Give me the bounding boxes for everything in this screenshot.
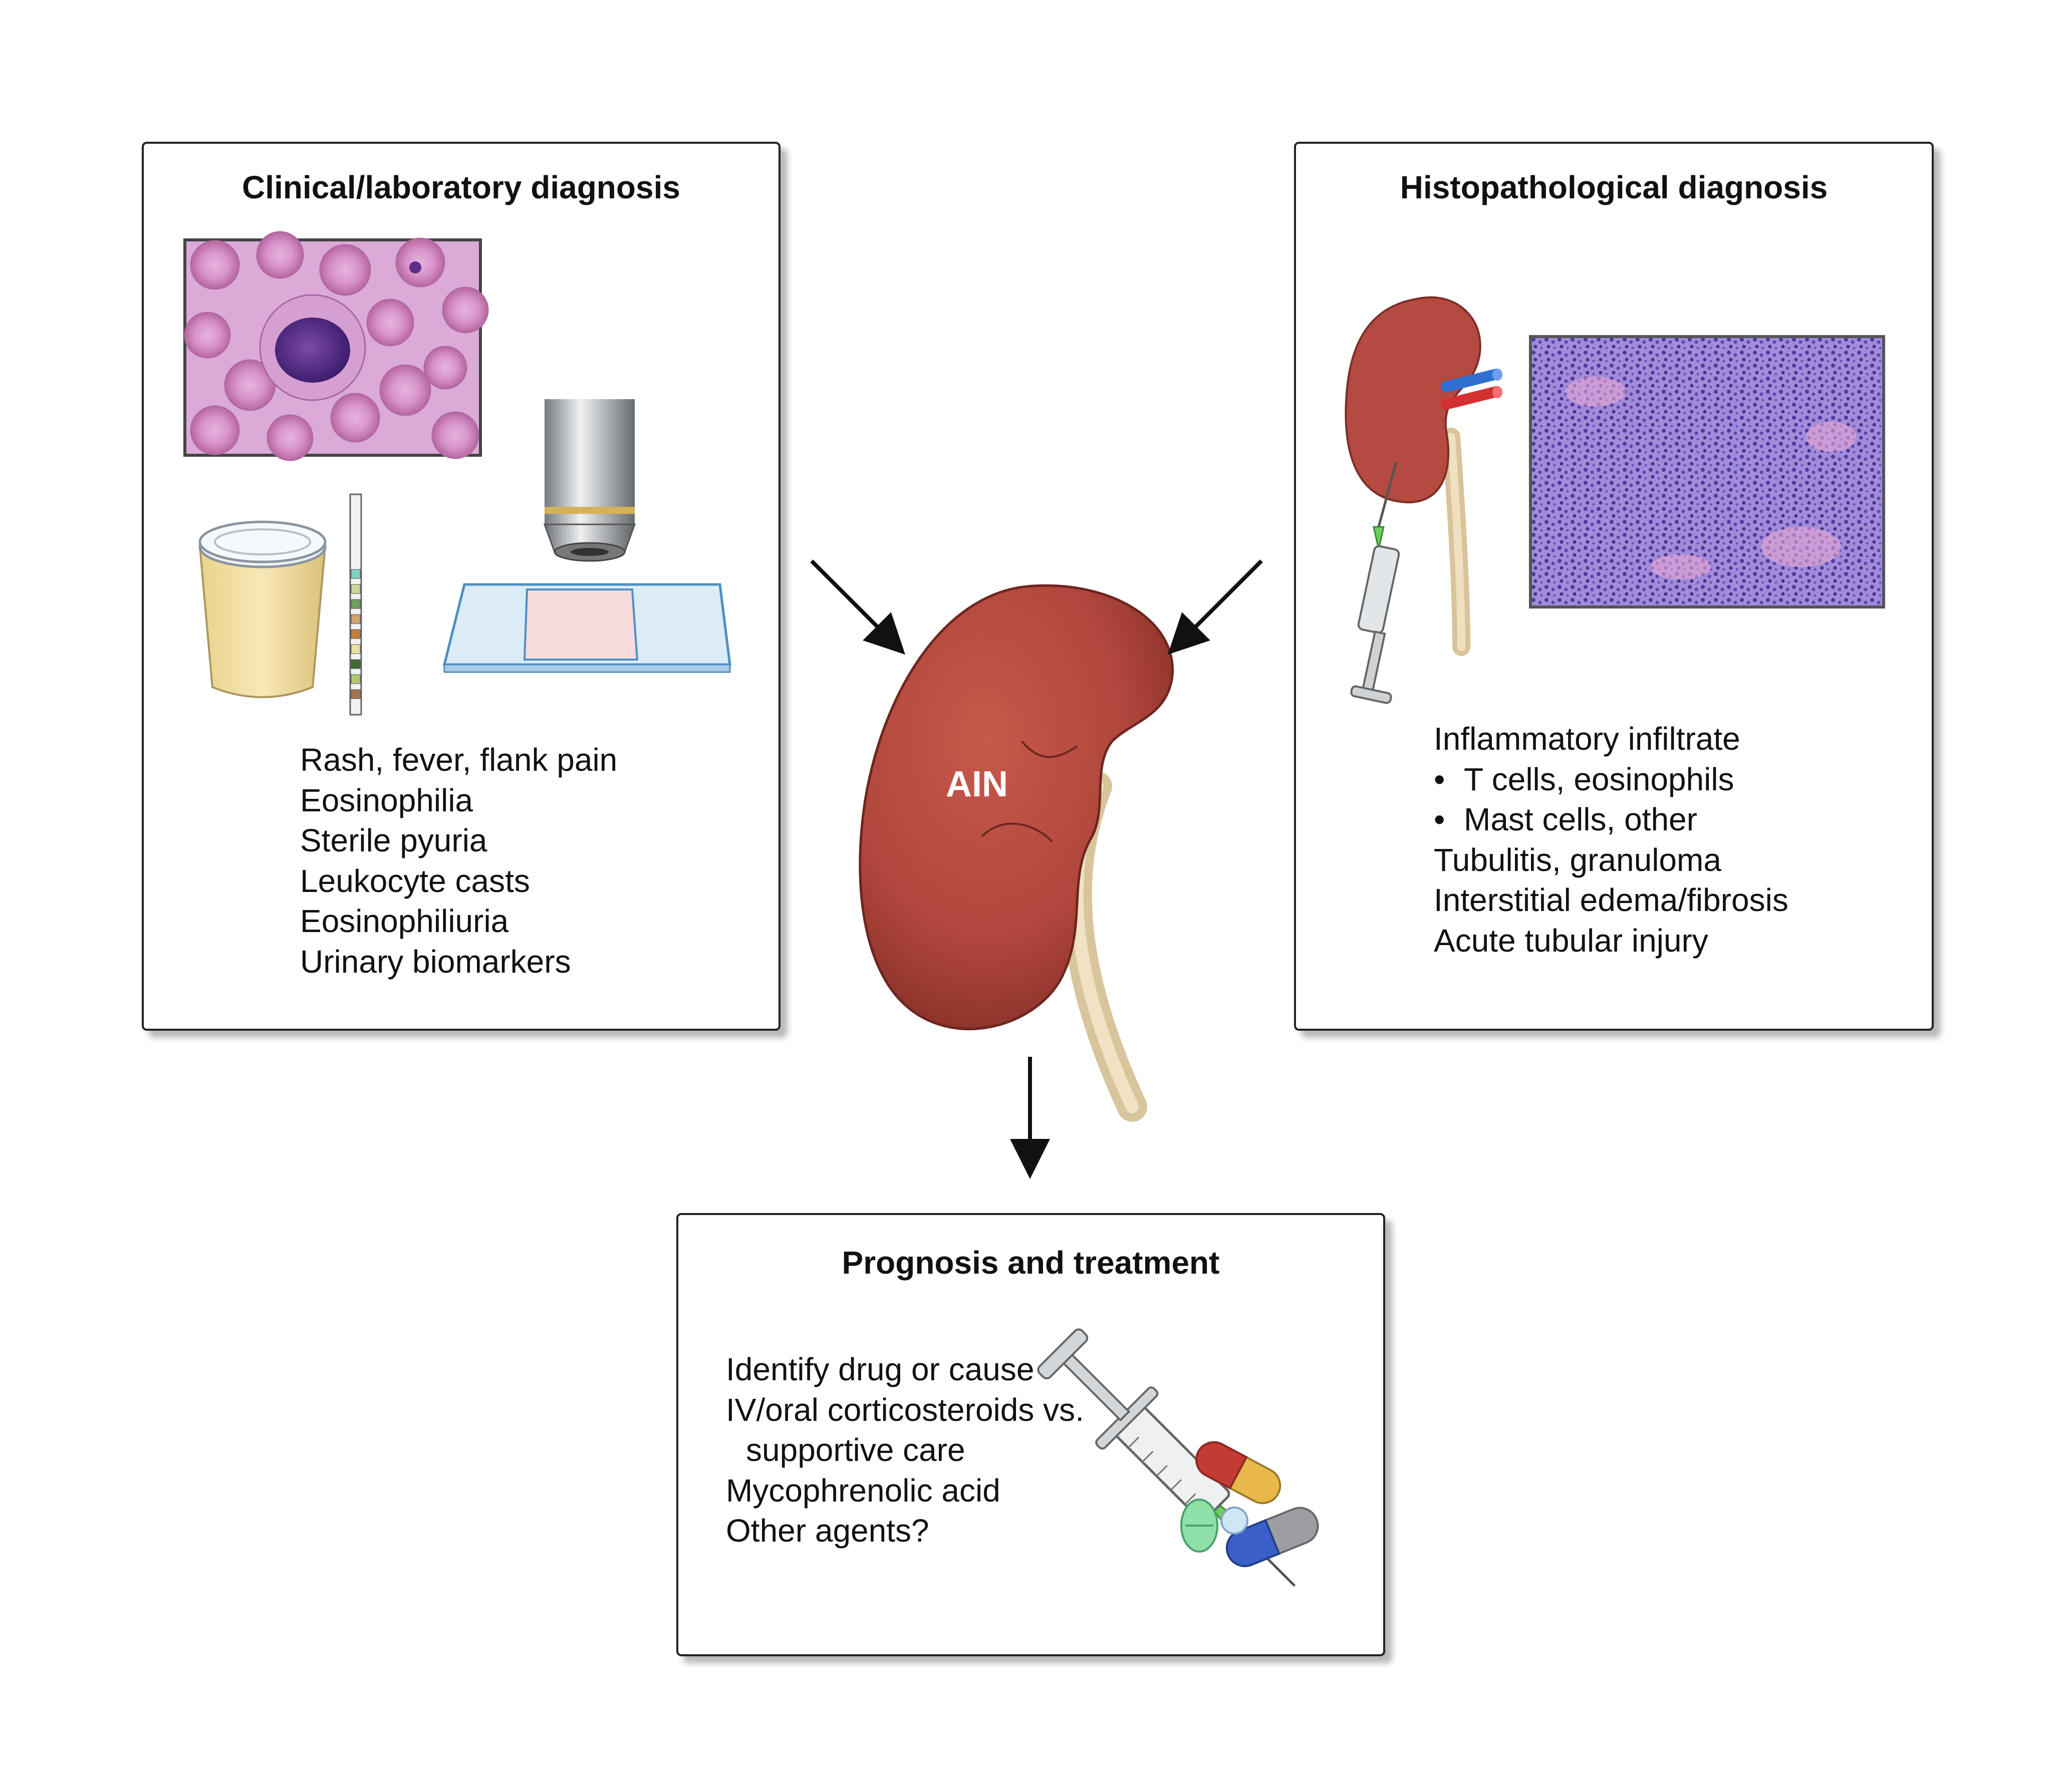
- clinical-findings-list: Rash, fever, flank pain Eosinophilia Ste…: [300, 740, 617, 982]
- urine-dipstick-icon: [349, 493, 362, 716]
- list-item: Mycophrenolic acid: [726, 1472, 1000, 1509]
- list-item: Other agents?: [726, 1513, 929, 1549]
- list-item: supportive care: [746, 1432, 965, 1468]
- list-item: Leukocyte casts: [300, 862, 530, 899]
- list-item: Mast cells, other: [1434, 799, 1788, 840]
- histology-image-icon: [1529, 335, 1885, 609]
- kidney-biopsy-needle-icon: [1345, 296, 1502, 704]
- panel-title: Prognosis and treatment: [842, 1245, 1220, 1281]
- list-item: Sterile pyuria: [300, 822, 487, 858]
- list-item: Eosinophiliuria: [300, 903, 509, 939]
- clinical-lab-panel: Clinical/laboratory diagnosis: [142, 142, 781, 1031]
- list-item: Urinary biomarkers: [300, 943, 571, 980]
- panel-title: Clinical/laboratory diagnosis: [242, 169, 680, 205]
- list-item: T cells, eosinophils: [1434, 759, 1788, 800]
- kidney-icon: AIN: [859, 584, 1174, 1122]
- blood-smear-image-icon: [183, 231, 489, 461]
- treatment-panel: Prognosis and treatment Identify drug or…: [676, 1213, 1385, 1656]
- urine-cup-icon: [198, 520, 327, 698]
- list-item: Rash, fever, flank pain: [300, 742, 618, 778]
- list-item: Acute tubular injury: [1434, 922, 1708, 959]
- list-item: Interstitial edema/fibrosis: [1434, 882, 1788, 918]
- glass-slide-icon: [442, 583, 731, 673]
- syringe-icon: [1037, 1328, 1296, 1587]
- list-item: Tubulitis, granuloma: [1434, 841, 1721, 878]
- list-item: Identify drug or cause: [726, 1351, 1034, 1387]
- center-label: AIN: [946, 764, 1008, 804]
- histopathology-panel: Histopathological diagnosis Infl: [1294, 142, 1934, 1031]
- treatment-list: Identify drug or cause IV/oral corticost…: [726, 1349, 1084, 1551]
- list-item: IV/oral corticosteroids vs.: [726, 1391, 1084, 1428]
- panel-title: Histopathological diagnosis: [1400, 169, 1828, 205]
- histology-findings-list: Inflammatory infiltrate T cells, eosinop…: [1434, 719, 1788, 961]
- list-item: Eosinophilia: [300, 782, 473, 818]
- microscope-objective-icon: [543, 399, 636, 562]
- pills-icon: [1180, 1441, 1319, 1567]
- list-item: Inflammatory infiltrate: [1434, 721, 1740, 757]
